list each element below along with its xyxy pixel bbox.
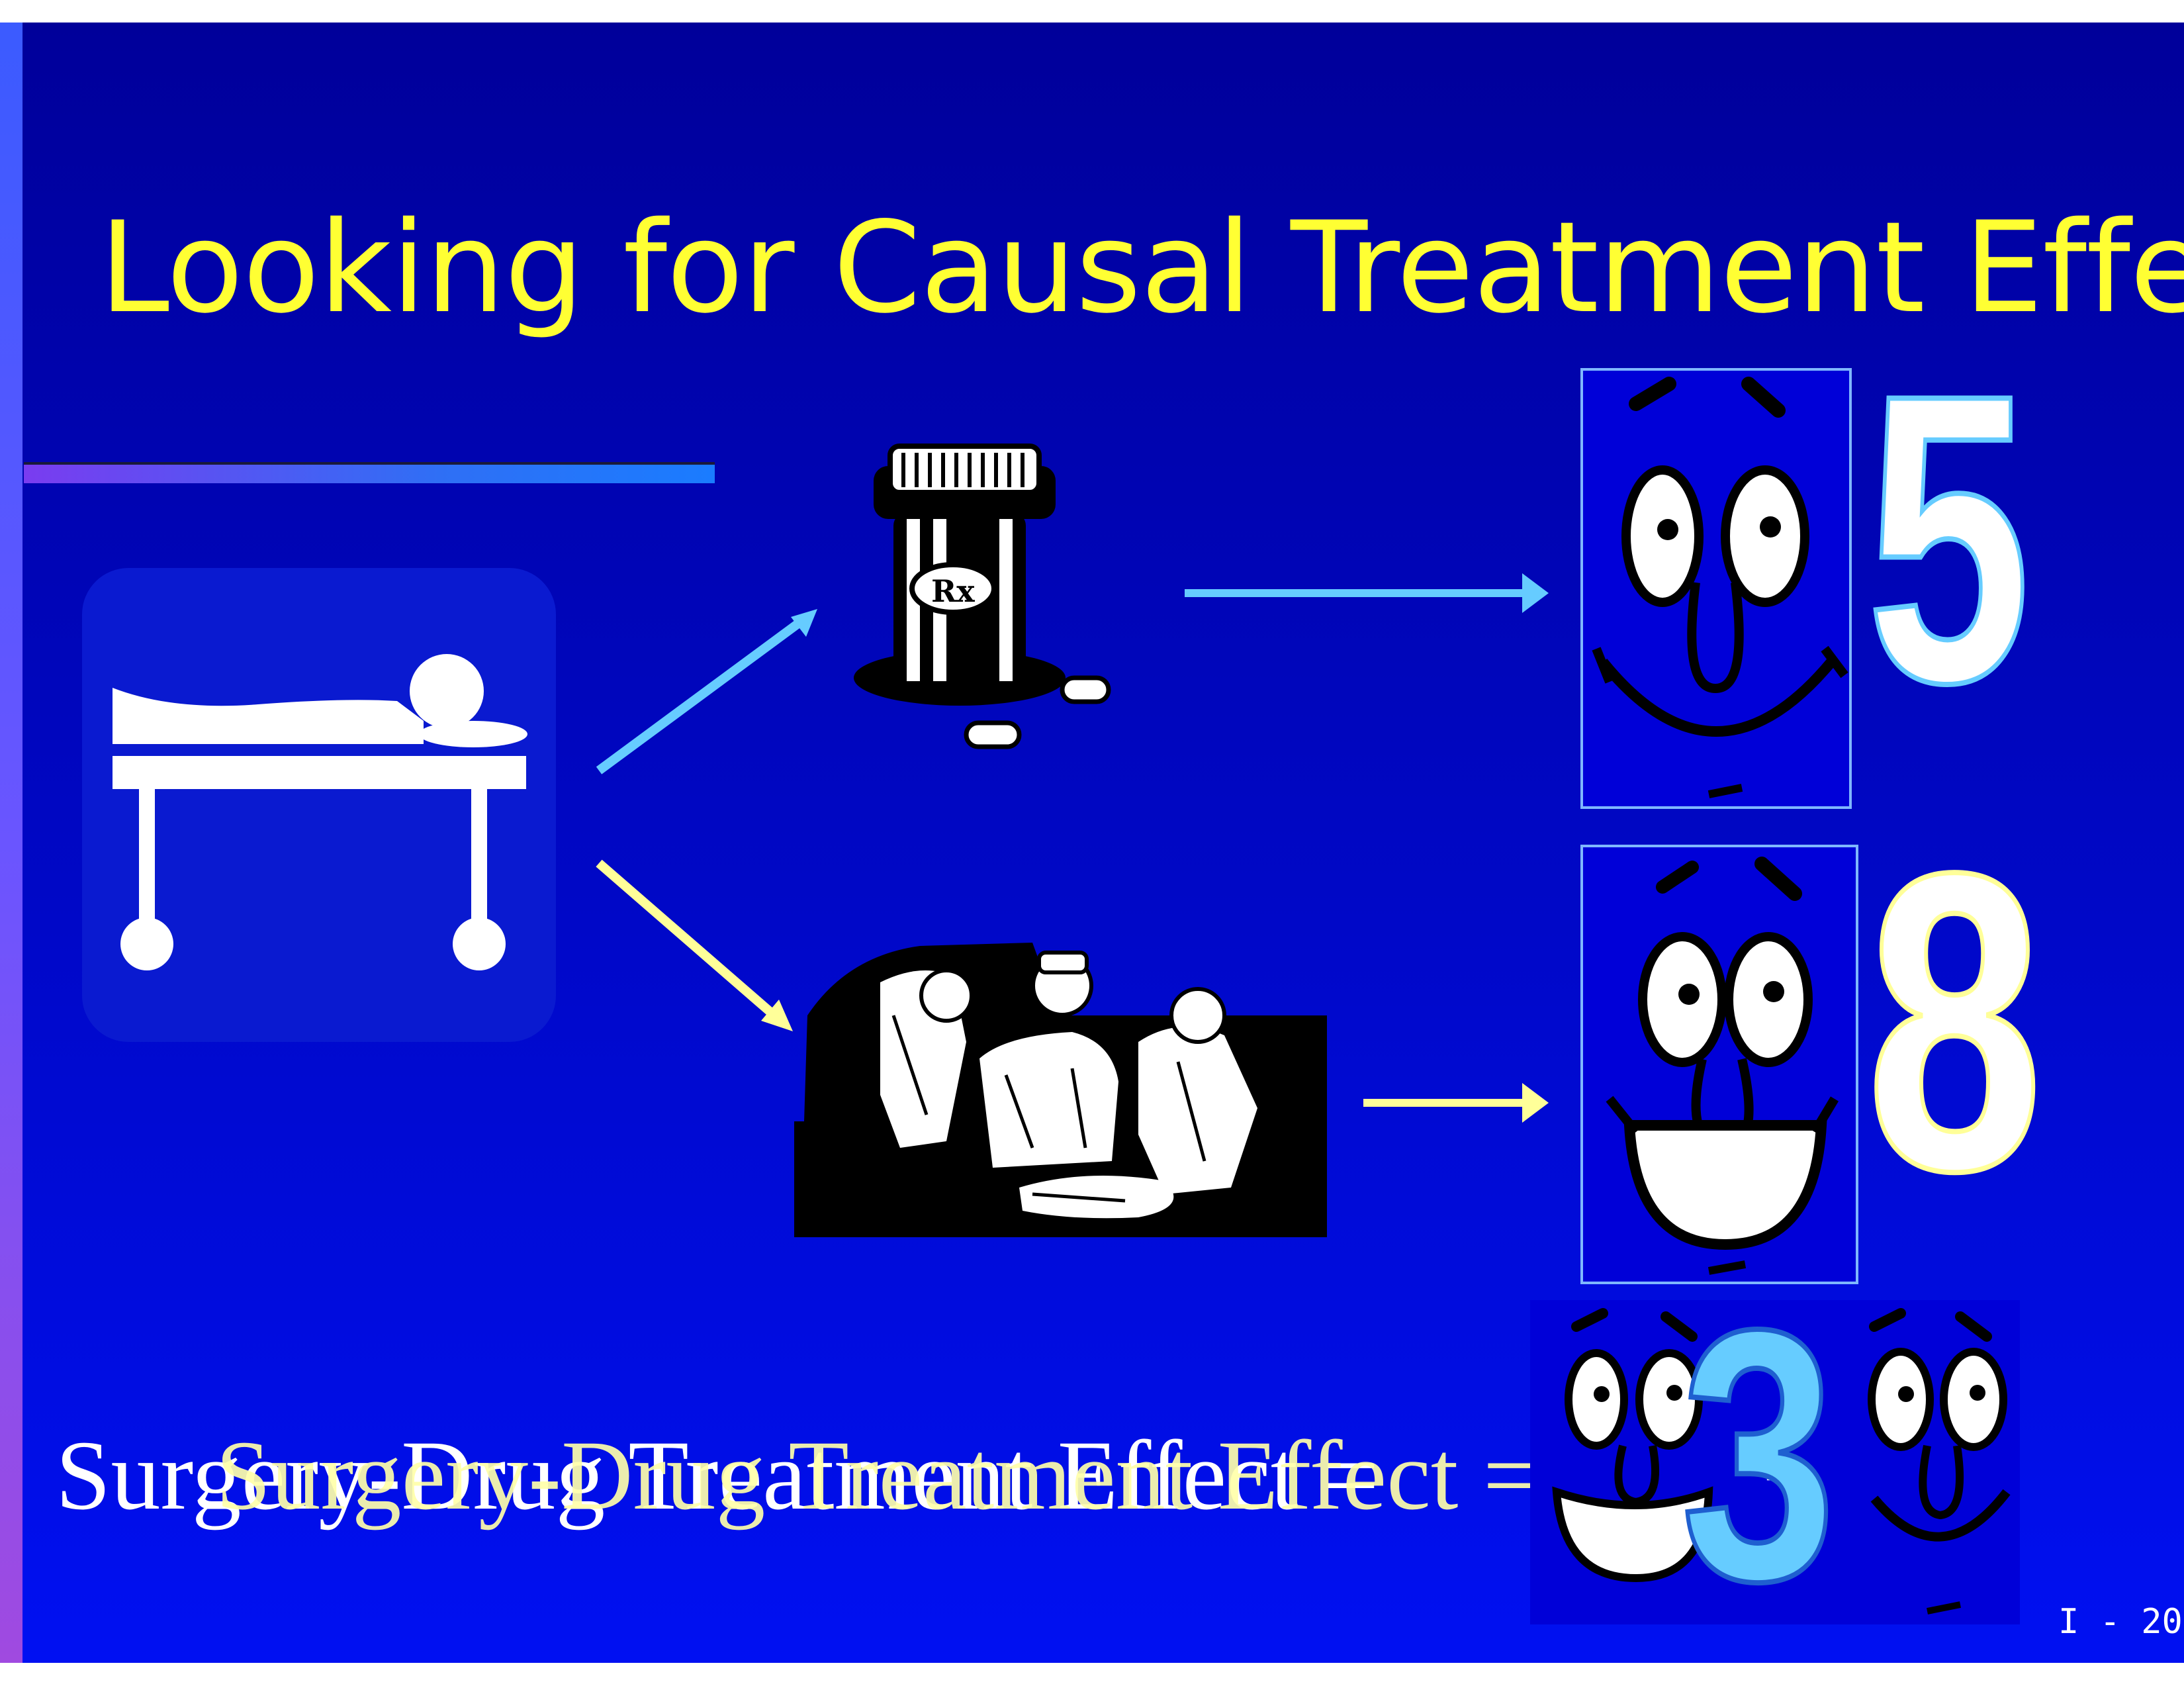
smiling-face-icon: [1592, 377, 1848, 798]
surgeons-operating-icon: [794, 943, 1327, 1237]
title-divider: [24, 462, 715, 483]
equation-minus: -: [1764, 1421, 1793, 1517]
svg-text:Rx: Rx: [931, 573, 975, 609]
drug-outcome-number: 5: [1864, 310, 2032, 768]
arrow-to-drug: [596, 609, 817, 774]
left-accent-bar: [0, 23, 23, 1663]
slide: Looking for Causal Treatment Effects: [0, 23, 2184, 1663]
arrow-to-surgery: [596, 859, 793, 1031]
equation-line-1: Surgery-Drug Treatment Effect =: [56, 1421, 1379, 1530]
arrow-drug-to-outcome: [1185, 573, 1549, 613]
smiling-face-icon: [1606, 857, 1839, 1275]
difference-faces-panel: [1530, 1300, 2020, 1624]
smiling-face-icon: [1552, 1308, 2011, 1615]
patient-on-stretcher-icon: [113, 654, 527, 970]
surgery-outcome-face-panel: [1580, 845, 1858, 1284]
arrow-surgery-to-outcome: [1363, 1083, 1549, 1123]
diagram-graphics: Rx: [113, 444, 1549, 1237]
prescription-bottle-icon: Rx: [854, 444, 1111, 749]
slide-title: Looking for Causal Treatment Effects: [99, 195, 2184, 341]
drug-outcome-face-panel: [1580, 368, 1852, 809]
difference-number: 3: [1679, 1256, 1839, 1655]
page-number: I - 20: [2058, 1602, 2183, 1642]
surgery-outcome-number: 8: [1864, 785, 2045, 1258]
equation-line-2: Surgery-Drug Treatment Effect =: [216, 1421, 1539, 1530]
